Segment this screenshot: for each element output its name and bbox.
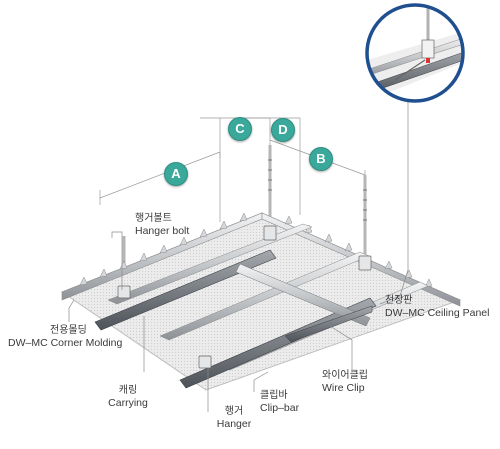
dimension-badge-d: D bbox=[271, 118, 295, 142]
label-hanger-bolt: 행거볼트 Hanger bolt bbox=[135, 212, 189, 238]
label-wire-clip: 와이어클립 Wire Clip bbox=[322, 369, 368, 395]
label-hanger-bolt-ko: 행거볼트 bbox=[135, 213, 172, 224]
label-clip-bar: 클립바 Clip–bar bbox=[260, 389, 299, 415]
label-corner-molding-en: DW–MC Corner Molding bbox=[8, 337, 123, 349]
label-corner-molding-ko: 전용몰딩 bbox=[50, 325, 87, 336]
label-wire-clip-ko: 와이어클립 bbox=[322, 370, 368, 381]
label-carrying: 캐링 Carrying bbox=[106, 384, 150, 410]
label-hanger-bolt-en: Hanger bolt bbox=[135, 225, 190, 237]
dimension-badge-c: C bbox=[228, 117, 252, 141]
label-ceiling-panel-en: DW–MC Ceiling Panel bbox=[385, 307, 490, 319]
leader-lines bbox=[68, 20, 409, 412]
label-clip-bar-en: Clip–bar bbox=[260, 402, 300, 414]
molding-teeth bbox=[79, 212, 433, 288]
label-ceiling-panel: 천장판 DW–MC Ceiling Panel bbox=[385, 294, 489, 320]
hangers bbox=[117, 225, 372, 369]
carrying-channels bbox=[94, 249, 377, 389]
detail-inset bbox=[365, 3, 465, 103]
label-corner-molding: 전용몰딩 DW–MC Corner Molding bbox=[8, 324, 122, 350]
dimension-badge-b: B bbox=[309, 147, 333, 171]
label-hanger-en: Hanger bbox=[216, 418, 252, 430]
label-carrying-ko: 캐링 bbox=[118, 385, 138, 396]
label-hanger-ko: 행거 bbox=[224, 406, 244, 417]
dimension-badge-a: A bbox=[164, 162, 188, 186]
label-clip-bar-ko: 클립바 bbox=[260, 390, 288, 401]
label-ceiling-panel-ko: 천장판 bbox=[385, 295, 413, 306]
label-wire-clip-en: Wire Clip bbox=[322, 382, 365, 394]
label-carrying-en: Carrying bbox=[108, 397, 148, 409]
label-hanger: 행거 Hanger bbox=[214, 405, 254, 431]
